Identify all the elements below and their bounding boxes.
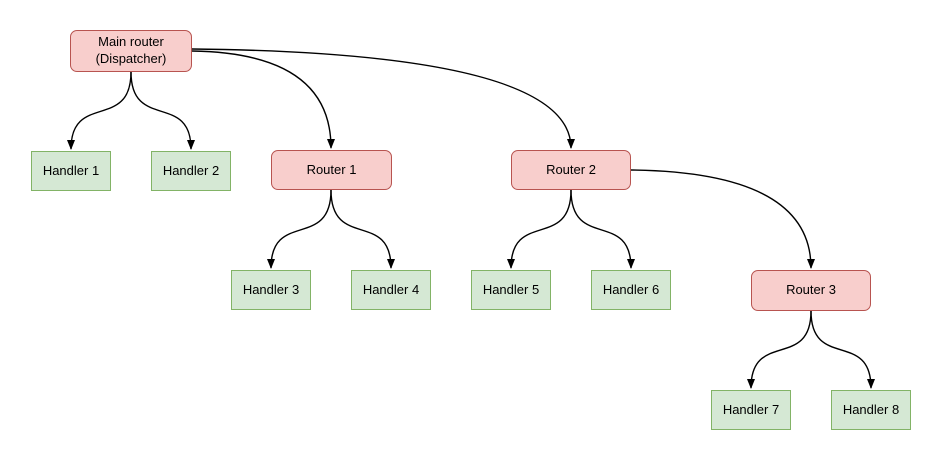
node-handler-7: Handler 7 <box>711 390 791 430</box>
edge-main-router-to-router-2 <box>191 48 575 149</box>
edge-router-3-to-handler-8 <box>810 310 875 389</box>
edge-router-1-to-handler-3 <box>267 189 332 269</box>
node-handler-8: Handler 8 <box>831 390 911 430</box>
node-handler-1-label: Handler 1 <box>42 162 100 178</box>
node-handler-5: Handler 5 <box>471 270 551 310</box>
edge-main-router-to-handler-2 <box>130 71 195 150</box>
edge-main-router-to-handler-1 <box>67 71 132 150</box>
node-router-1-label: Router 1 <box>306 161 357 177</box>
node-router-3: Router 3 <box>751 270 871 311</box>
edge-router-2-to-handler-6 <box>570 189 635 269</box>
node-handler-1: Handler 1 <box>31 151 111 191</box>
node-router-2-label: Router 2 <box>546 161 596 177</box>
node-handler-3-label: Handler 3 <box>242 281 300 297</box>
node-router-3-label: Router 3 <box>786 282 836 298</box>
node-handler-8-label: Handler 8 <box>842 401 900 417</box>
node-handler-4-label: Handler 4 <box>362 281 420 297</box>
node-handler-3: Handler 3 <box>231 270 311 310</box>
node-handler-2: Handler 2 <box>151 151 231 191</box>
node-router-2: Router 2 <box>511 150 631 190</box>
node-main-router-label: Main router (Dispatcher) <box>95 34 167 66</box>
edge-router-2-to-router-3 <box>630 169 815 269</box>
node-handler-7-label: Handler 7 <box>722 401 780 417</box>
edge-main-router-to-router-1 <box>191 50 335 149</box>
node-handler-2-label: Handler 2 <box>162 162 220 178</box>
edge-router-3-to-handler-7 <box>747 310 812 389</box>
node-handler-5-label: Handler 5 <box>482 281 540 297</box>
node-main-router: Main router (Dispatcher) <box>70 30 192 72</box>
edge-router-2-to-handler-5 <box>507 189 572 269</box>
node-handler-6: Handler 6 <box>591 270 671 310</box>
node-handler-6-label: Handler 6 <box>602 281 660 297</box>
node-router-1: Router 1 <box>271 150 392 190</box>
node-handler-4: Handler 4 <box>351 270 431 310</box>
edge-router-1-to-handler-4 <box>330 189 395 269</box>
